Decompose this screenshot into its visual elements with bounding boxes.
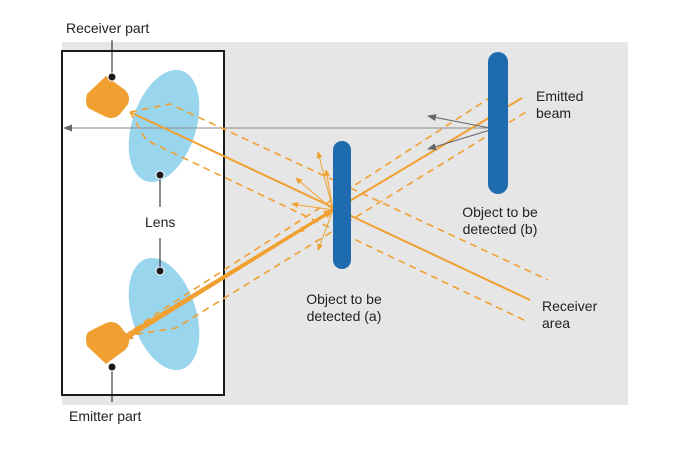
- reflection-arrow-lower: [427, 129, 491, 151]
- object-b-label: Object to be detected (b): [462, 204, 538, 237]
- receiver-callout-dot: [107, 72, 117, 82]
- receiver-area-upper-dashed: [129, 103, 549, 281]
- receiver-area-label: Receiver area: [542, 298, 598, 331]
- object-a: [333, 141, 351, 269]
- receiver-area-lower-dashed: [129, 111, 529, 323]
- receiver-part-label: Receiver part: [66, 20, 150, 36]
- object-b: [488, 52, 508, 194]
- emitted-beam-label: Emitted beam: [536, 88, 584, 121]
- receiver-lens: [128, 69, 200, 183]
- reflection-arrow-upper: [427, 114, 491, 129]
- emitter-callout-dot: [107, 362, 117, 372]
- emitter-element-icon: [86, 322, 129, 364]
- object-a-label: Object to be detected (a): [306, 291, 382, 324]
- emitted-beam-lower-dashed: [123, 111, 527, 337]
- scatter-rays: [291, 151, 334, 251]
- lens-label: Lens: [145, 214, 176, 230]
- emitter-part-label: Emitter part: [69, 408, 142, 424]
- emitted-beam-upper-dashed: [123, 85, 509, 337]
- receiver-element-icon: [86, 76, 129, 118]
- lens-callout-dot-lower: [155, 266, 165, 276]
- lens-callout-dot-upper: [155, 170, 165, 180]
- receiver-area-centerline: [129, 111, 531, 301]
